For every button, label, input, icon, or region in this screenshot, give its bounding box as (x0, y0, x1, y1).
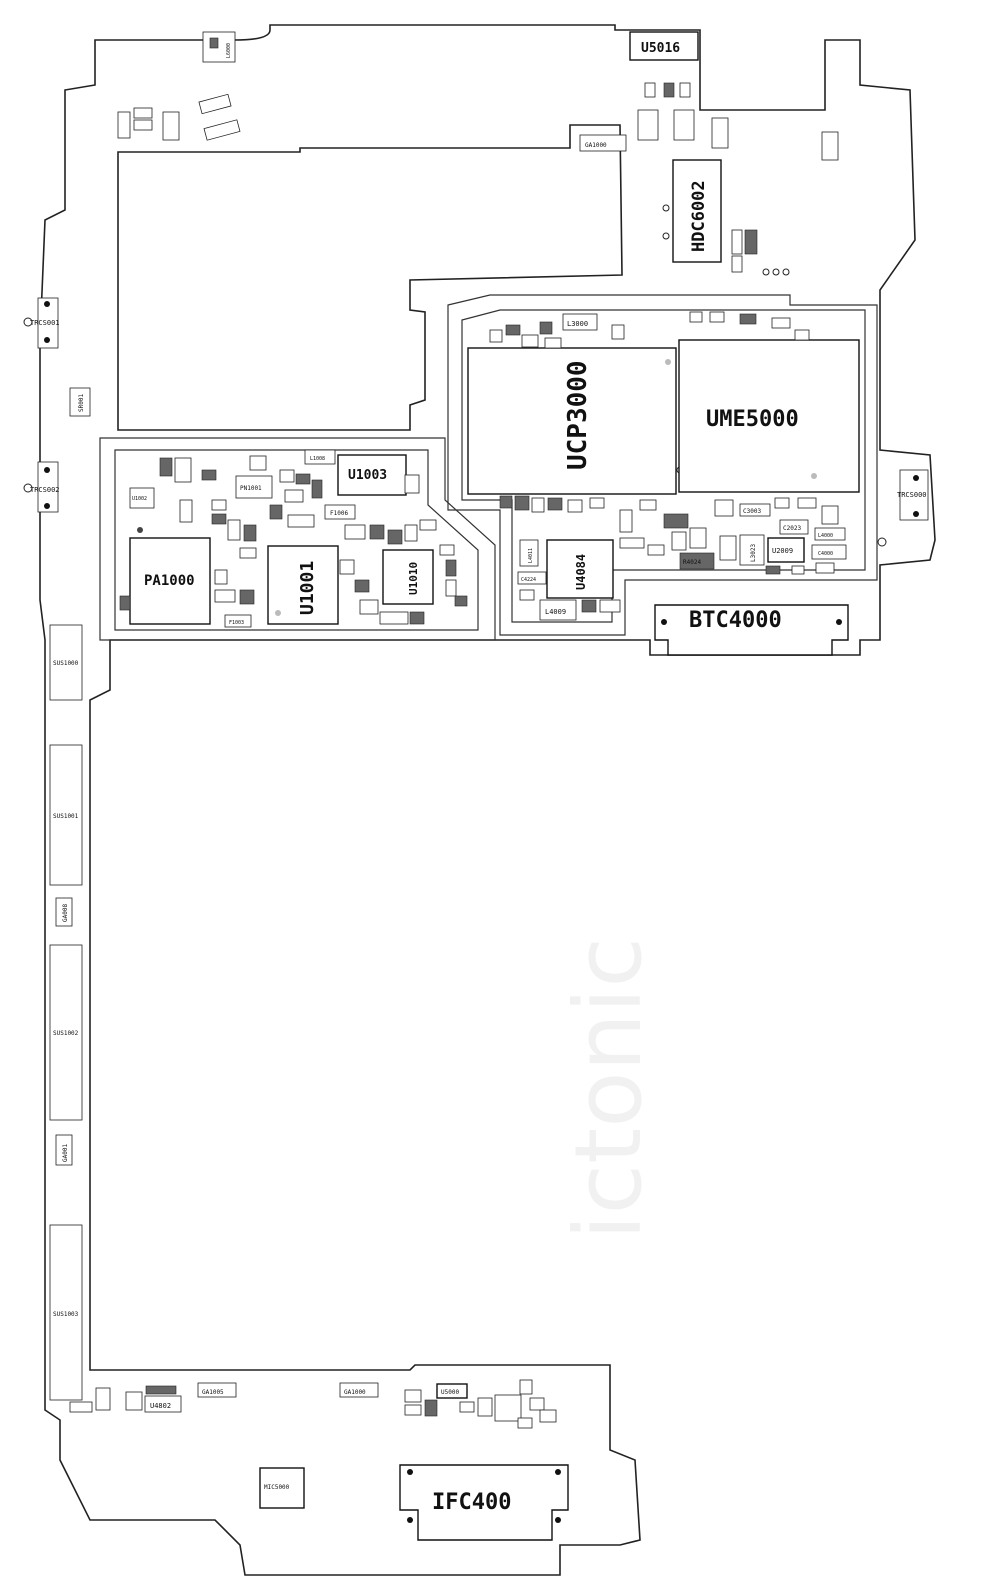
ga1005-component: GA1005 (197, 1382, 237, 1398)
c3003-component: C3003 (739, 503, 771, 517)
btc4000-connector: BTC4000 (654, 604, 849, 656)
ga1000-component: GA1000 (579, 134, 627, 152)
rf-shield-left (99, 437, 496, 641)
svg-text:SUS1003: SUS1003 (53, 1311, 79, 1318)
r4024-component: R4024 (679, 552, 715, 570)
ga1000b-component: GA1000 (339, 1382, 379, 1398)
u1003-chip: U1003 (337, 454, 407, 496)
trc-connector-top: TRCS001 (23, 297, 60, 349)
svg-text:GA1005: GA1005 (202, 1389, 224, 1396)
svg-text:U1001: U1001 (297, 561, 318, 615)
board-outline (39, 24, 936, 1576)
svg-text:SR001: SR001 (78, 394, 85, 412)
rf-shield-right (447, 294, 878, 636)
ucp3000-chip: UCP3000 (467, 347, 677, 495)
ume5000-chip: UME5000 (678, 339, 860, 493)
ga-side-1: GA001 (55, 1134, 73, 1166)
svg-text:U4084: U4084 (574, 554, 588, 590)
trc-connector-right: TRCS000 (877, 469, 929, 547)
sr001-component: SR001 (69, 387, 91, 417)
svg-text:C4000: C4000 (818, 551, 833, 557)
sus-pad-1: SUS1001 (49, 744, 83, 886)
svg-text:F1003: F1003 (229, 620, 244, 626)
svg-text:UCP3000: UCP3000 (563, 360, 593, 470)
c4224-component: C4224 (517, 571, 547, 585)
svg-text:U5016: U5016 (641, 41, 680, 56)
ga-side-0: GA008 (55, 897, 73, 927)
svg-text:L4009: L4009 (545, 608, 566, 616)
pn1001-component: PN1001 (235, 475, 273, 499)
u5016-chip: U5016 (629, 31, 699, 61)
svg-text:L4011: L4011 (528, 548, 534, 563)
pa1000-chip: PA1000 (129, 537, 211, 625)
svg-text:GA1000: GA1000 (344, 1389, 366, 1396)
f1006-component: F1006 (324, 504, 356, 520)
l3000-component: L3000 (562, 313, 598, 331)
l3023-component: L3023 (739, 534, 765, 566)
svg-text:L1008: L1008 (310, 456, 325, 462)
u4802-component: U4802 (144, 1395, 182, 1413)
svg-text:TRCS000: TRCS000 (897, 491, 927, 499)
watermark: ictonic (555, 937, 662, 1240)
svg-text:L3023: L3023 (750, 544, 757, 562)
u4084-chip: U4084 (546, 539, 614, 599)
svg-text:L3000: L3000 (567, 320, 588, 328)
u1010-chip: U1010 (382, 549, 434, 605)
svg-text:BTC4000: BTC4000 (689, 608, 782, 633)
l6000-component: L6000 (202, 31, 236, 63)
svg-text:UME5000: UME5000 (706, 407, 799, 432)
svg-text:HDC6002: HDC6002 (689, 180, 709, 252)
svg-text:TRCS002: TRCS002 (30, 486, 60, 494)
u1002-component: U1002 (129, 487, 155, 509)
svg-text:U1010: U1010 (407, 562, 420, 595)
svg-text:SUS1000: SUS1000 (53, 660, 79, 667)
ifc400-connector: IFC400 (399, 1464, 569, 1541)
c4000-component: C4000 (811, 544, 847, 560)
svg-text:IFC400: IFC400 (432, 1490, 511, 1515)
svg-text:L4000: L4000 (818, 533, 833, 539)
svg-text:R4024: R4024 (683, 559, 701, 566)
mic5000-component: MIC5000 (259, 1467, 305, 1509)
svg-text:C3003: C3003 (743, 508, 761, 515)
svg-text:SUS1001: SUS1001 (53, 813, 79, 820)
sus-pad-2: SUS1002 (49, 944, 83, 1121)
svg-text:C4224: C4224 (521, 577, 536, 583)
rf-shield-left-inner (114, 449, 479, 631)
board-cutout (117, 124, 623, 431)
l1008-component: L1008 (304, 449, 336, 465)
svg-text:L6000: L6000 (226, 43, 232, 58)
svg-text:U1003: U1003 (348, 468, 387, 483)
svg-text:TRCS001: TRCS001 (30, 319, 60, 327)
svg-text:MIC5000: MIC5000 (264, 1484, 290, 1491)
svg-text:U2009: U2009 (772, 547, 793, 555)
svg-text:PN1001: PN1001 (240, 485, 262, 492)
l4009-component: L4009 (539, 599, 577, 621)
c2023-component: C2023 (779, 519, 809, 535)
sus-pad-3: SUS1003 (49, 1224, 83, 1401)
u5000-component: U5000 (436, 1383, 468, 1399)
sus-pad-0: SUS1000 (49, 624, 83, 701)
l4000-component: L4000 (814, 527, 846, 541)
hdc6002-chip: HDC6002 (672, 159, 722, 263)
svg-text:GA1000: GA1000 (585, 142, 607, 149)
f1003-component: F1003 (224, 614, 252, 628)
svg-text:PA1000: PA1000 (144, 573, 195, 589)
svg-text:C2023: C2023 (783, 525, 801, 532)
svg-text:GA001: GA001 (62, 1144, 69, 1162)
u2009-chip: U2009 (767, 537, 805, 563)
svg-text:F1006: F1006 (330, 510, 348, 517)
svg-text:GA008: GA008 (62, 904, 69, 922)
svg-text:U4802: U4802 (150, 1402, 171, 1410)
svg-text:SUS1002: SUS1002 (53, 1030, 79, 1037)
l4011-component: L4011 (519, 539, 539, 567)
svg-text:U1002: U1002 (132, 496, 147, 502)
trc-connector-mid: TRCS002 (23, 461, 60, 513)
svg-text:U5000: U5000 (441, 1389, 459, 1396)
